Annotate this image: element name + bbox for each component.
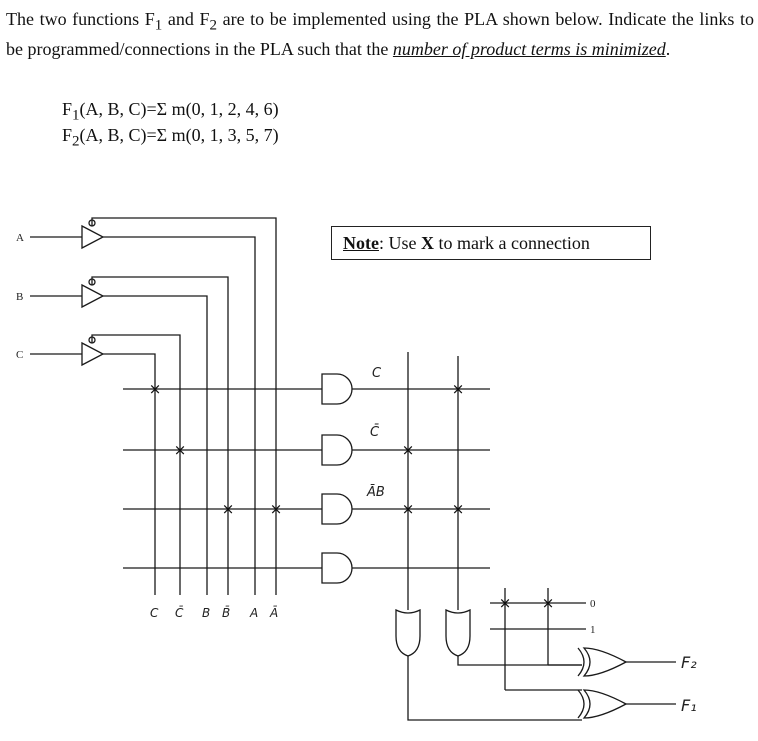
column-label-c-bar: C̄: [175, 606, 184, 620]
input-label-c: C: [16, 349, 23, 361]
input-routing: [91, 217, 277, 595]
xor-gates: [577, 647, 676, 719]
and-gates: [321, 373, 353, 584]
problem-emphasis: number of product terms is minimized: [392, 38, 666, 59]
product-labels: C C̄ ĀB: [366, 366, 385, 500]
problem-text: The two functions F: [6, 9, 155, 29]
column-label-a-bar: Ā: [269, 606, 278, 620]
constant-lines: [490, 588, 586, 690]
column-label-c: C: [150, 606, 159, 620]
xor-routing: [407, 656, 582, 721]
connection-mark: ×: [402, 441, 415, 459]
connection-mark: ×: [222, 500, 235, 518]
connection-marks: × × × × × × × × × ×: [149, 380, 555, 612]
or-gates: [395, 608, 471, 657]
equation-f1: F1(A, B, C)=Σ m(0, 1, 2, 4, 6): [62, 99, 279, 124]
equation-f2: F2(A, B, C)=Σ m(0, 1, 3, 5, 7): [62, 125, 279, 150]
note-box: Note: Use X to mark a connection: [331, 226, 651, 260]
constant-1-label: 1: [590, 624, 596, 636]
xor-gate-f2: [577, 647, 628, 677]
column-label-b-bar: B̄: [222, 606, 230, 620]
problem-text-after: are to be implemented using the PLA show…: [6, 9, 754, 59]
problem-end: .: [665, 38, 671, 59]
input-label-a: A: [16, 232, 24, 244]
output-label-f2: F₂: [681, 653, 697, 672]
problem-statement: The two functions F1 and F2 are to be im…: [6, 8, 754, 61]
product-label-1: C: [372, 366, 382, 381]
connection-mark: ×: [452, 500, 465, 518]
connection-mark: ×: [174, 441, 187, 459]
note-text: : Use: [378, 233, 421, 253]
output-label-f1: F₁: [681, 696, 697, 715]
product-label-3: ĀB: [366, 485, 385, 500]
constant-0-label: 0: [590, 598, 596, 610]
note-label: Note: [343, 233, 379, 253]
connection-mark: ×: [270, 500, 283, 518]
column-label-a: A: [249, 606, 258, 620]
connection-mark: ×: [402, 500, 415, 518]
product-label-2: C̄: [370, 425, 380, 440]
column-labels: C C̄ B B̄ A Ā: [150, 606, 278, 620]
or-array-lines: [407, 352, 459, 610]
column-label-b: B: [202, 606, 210, 620]
input-buffers: [30, 219, 105, 367]
connection-mark: ×: [542, 594, 555, 612]
note-text-post: to mark a connection: [433, 233, 590, 253]
input-label-b: B: [16, 291, 23, 303]
subscript-2: 2: [209, 17, 217, 34]
and-outputs: [352, 388, 490, 569]
product-lines: [123, 388, 322, 569]
connection-mark: ×: [149, 380, 162, 398]
subscript-1: 1: [154, 17, 163, 34]
xor-gate-f1: [577, 689, 628, 719]
problem-text-and: and F: [162, 9, 210, 29]
connection-mark: ×: [452, 380, 465, 398]
connection-mark: ×: [499, 594, 512, 612]
note-mark: X: [420, 233, 434, 253]
